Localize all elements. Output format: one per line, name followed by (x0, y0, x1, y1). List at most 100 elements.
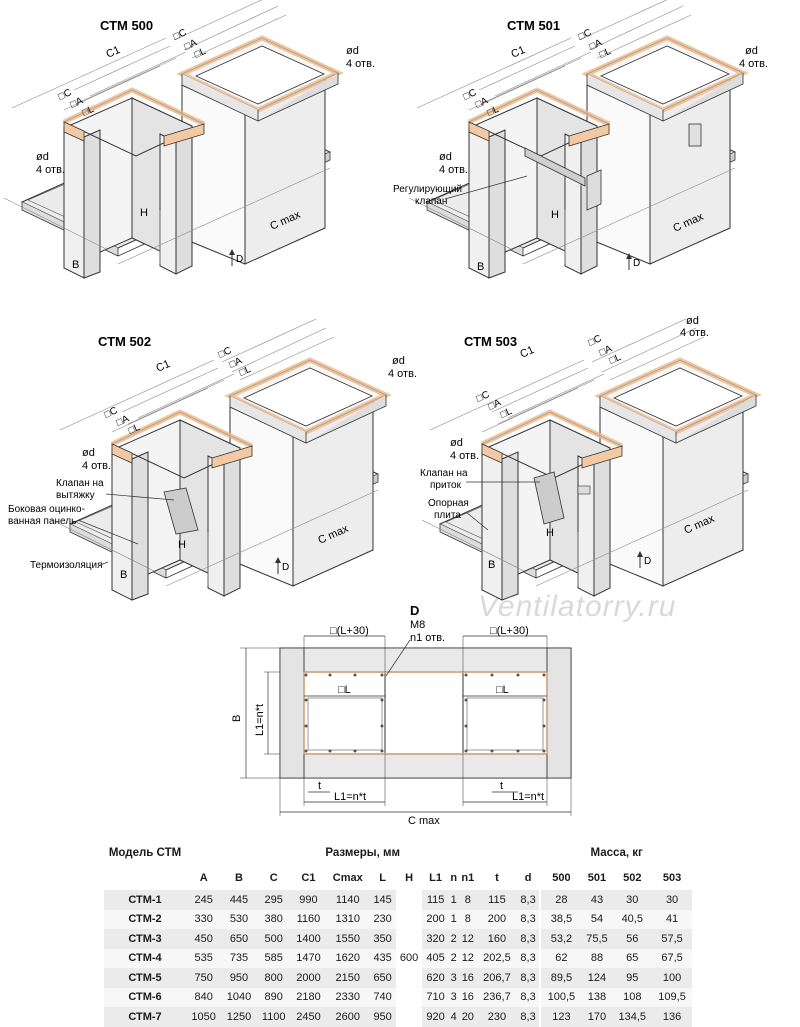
value-cell: 650 (221, 929, 257, 949)
value-cell: 435 (369, 948, 396, 968)
value-cell: 950 (221, 968, 257, 988)
ctm-502-holes-right: 4 отв. (388, 368, 417, 380)
value-cell: 8,3 (516, 968, 541, 988)
value-cell: 108 (612, 987, 653, 1007)
ctm-503-d-label-left: ød (450, 437, 463, 449)
value-cell: 1550 (326, 929, 370, 949)
value-cell: 56 (612, 929, 653, 949)
ctm-503-sq-c-left: □C (475, 389, 492, 404)
plan-t-right: t (500, 780, 503, 792)
plan-sq-l30-left: □(L+30) (330, 625, 369, 637)
ctm-501-b-label: B (477, 261, 484, 273)
value-cell: 1160 (290, 909, 327, 929)
ctm-500-b-label: B (72, 259, 79, 271)
value-cell: 8,3 (516, 1007, 541, 1027)
model-cell: СТМ-7 (104, 1007, 186, 1027)
value-cell: 750 (186, 968, 222, 988)
value-cell: 200 (422, 909, 449, 929)
ctm-500-sq-c-left: □C (57, 87, 74, 102)
ctm-500-d-label-left: ød (36, 151, 49, 163)
value-cell: 65 (612, 948, 653, 968)
ctm-503-plate-line1: Опорная (428, 498, 469, 509)
value-cell: 115 (422, 890, 449, 910)
ctm-502-exhaust-line1: Клапан на (56, 478, 104, 489)
ctm-502-b-label: B (120, 569, 127, 581)
column-header: d (516, 866, 541, 890)
column-header: t (477, 866, 517, 890)
ctm-503-holes-right: 4 отв. (680, 327, 709, 339)
value-cell: 350 (369, 929, 396, 949)
ctm-501-sq-c-top: □C (577, 27, 594, 42)
column-header: n (448, 866, 459, 890)
ctm-501-d-arrow-label: D (633, 258, 640, 269)
ctm-502-d-label-left: ød (82, 447, 95, 459)
ctm-502-sq-c-top: □C (217, 345, 234, 360)
plan-sq-l-left: □L (338, 684, 351, 696)
value-cell: 1140 (326, 890, 370, 910)
value-cell: 450 (186, 929, 222, 949)
ctm-502-sq-l-top: □L (238, 364, 253, 379)
column-header: L1 (422, 866, 449, 890)
ctm-500-sq-c-top: □C (172, 27, 189, 42)
value-cell: 2150 (326, 968, 370, 988)
value-cell: 30 (652, 890, 692, 910)
value-cell: 380 (256, 909, 291, 929)
column-header: 503 (652, 866, 692, 890)
plan-m8-label: M8 (410, 619, 425, 631)
value-cell: 320 (422, 929, 449, 949)
value-cell: 920 (422, 1007, 449, 1027)
value-cell: 1 (448, 909, 459, 929)
plan-l1-left: L1=n*t (334, 791, 366, 803)
value-cell: 57,5 (652, 929, 692, 949)
ctm-500-sq-a-top: □A (183, 37, 199, 52)
value-cell: 840 (186, 987, 222, 1007)
value-cell: 202,5 (477, 948, 517, 968)
value-cell: 8 (458, 890, 478, 910)
column-header: L (369, 866, 396, 890)
model-cell: СТМ-6 (104, 987, 186, 1007)
value-cell: 88 (581, 948, 613, 968)
value-cell: 740 (369, 987, 396, 1007)
value-cell: 160 (477, 929, 517, 949)
model-cell: СТМ-2 (104, 909, 186, 929)
model-column-spacer (104, 866, 186, 890)
value-cell: 1 (448, 890, 459, 910)
column-header: 500 (539, 866, 582, 890)
value-cell: 3 (448, 987, 459, 1007)
value-cell: 2000 (290, 968, 327, 988)
value-cell: 1310 (326, 909, 370, 929)
value-cell: 245 (186, 890, 222, 910)
value-cell: 1400 (290, 929, 327, 949)
technical-drawings: СТМ 500 C1 □C □A □L □C □A □L ød 4 отв. ø… (0, 0, 768, 827)
ctm-502-sq-a-top: □A (228, 355, 244, 370)
value-cell: 236,7 (477, 987, 517, 1007)
column-header: 501 (581, 866, 613, 890)
ctm-502-panel-line2: ванная панель (8, 516, 76, 527)
value-cell: 16 (458, 987, 478, 1007)
value-cell: 54 (581, 909, 613, 929)
value-cell: 230 (477, 1007, 517, 1027)
ctm-501-d-label-left: ød (439, 151, 452, 163)
value-cell: 445 (221, 890, 257, 910)
value-cell: 95 (612, 968, 653, 988)
ctm-500-sq-l-left: □L (81, 104, 96, 119)
ctm-500-title: СТМ 500 (100, 18, 153, 33)
value-cell: 2330 (326, 987, 370, 1007)
value-cell: 20 (458, 1007, 478, 1027)
column-header: n1 (458, 866, 478, 890)
value-cell: 206,7 (477, 968, 517, 988)
ctm-502-panel-line1: Боковая оцинко- (8, 504, 85, 515)
value-cell: 43 (581, 890, 613, 910)
value-cell: 170 (581, 1007, 613, 1027)
value-cell: 200 (477, 909, 517, 929)
value-cell: 38,5 (539, 909, 582, 929)
ctm-500-c1-label: C1 (104, 44, 122, 61)
value-cell: 8,3 (516, 948, 541, 968)
value-cell: 62 (539, 948, 582, 968)
model-cell: СТМ-1 (104, 890, 186, 910)
value-cell: 800 (256, 968, 291, 988)
